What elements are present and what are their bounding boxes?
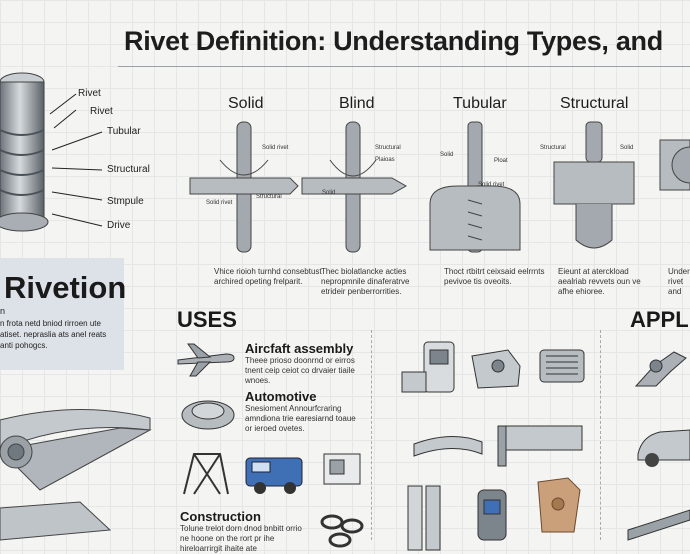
callout-arrows xyxy=(49,93,103,227)
type-caption: Thoct rtbitrt ceixsaid eelrrnts pevivoe … xyxy=(444,267,545,286)
rivetion-text: n frota netd bniod rirroen ute atiset. n… xyxy=(0,319,107,350)
rail-bracket-icon xyxy=(413,425,583,467)
type-caption: Vhice rioioh turnhd consebtust archired … xyxy=(214,267,322,286)
washers-icon xyxy=(320,514,364,548)
callout-label: Stmpule xyxy=(107,196,144,207)
rivet-illustration xyxy=(0,72,49,232)
type-caption: Under rivet and scal xyxy=(668,267,690,296)
section-divider xyxy=(600,330,601,540)
copper-bracket-icon xyxy=(537,477,581,533)
type-tag: Solid xyxy=(620,145,634,151)
type-tag: Plaioas xyxy=(375,157,395,163)
callout-label: Rivet xyxy=(78,88,101,99)
type-tag: Structural xyxy=(256,194,282,200)
use-title-aircraft: Aircfaft assembly xyxy=(245,341,354,356)
steel-beam-icon xyxy=(627,509,690,541)
callout-label: Tubular xyxy=(107,126,141,137)
control-unit-icon xyxy=(401,341,455,393)
use-desc-aircraft: Theee prioso doonrnd or eirros tnent cei… xyxy=(245,356,355,385)
type-tag: Ploat xyxy=(494,158,508,164)
frame-tower-icon xyxy=(407,485,441,551)
wheel-assembly-icon xyxy=(181,400,235,430)
type-tag: Solid rivet xyxy=(262,145,289,151)
blue-truck-icon xyxy=(245,457,303,494)
use-desc-automotive: Snesioment Annourfcraring amndiona trie … xyxy=(245,404,356,433)
type-tag: Solid rivet xyxy=(206,200,233,206)
bracket-frame-icon xyxy=(183,453,229,495)
page-title: Rivet Definition: Understanding Types, a… xyxy=(124,26,663,56)
handheld-tool-icon xyxy=(477,489,507,541)
tubular-rivet-diagram xyxy=(429,121,521,253)
airplane-icon xyxy=(177,343,235,377)
solid-rivet-diagram xyxy=(189,121,299,253)
type-label-tubular: Tubular xyxy=(453,95,507,112)
partial-rivet-diagram xyxy=(659,139,690,191)
type-tag: Solid rivet xyxy=(478,182,505,188)
rivetion-heading: Rivetion xyxy=(4,270,127,305)
panel-device-icon xyxy=(323,453,361,485)
structural-rivet-diagram xyxy=(553,121,635,249)
aircraft-wing-illustration xyxy=(0,408,152,541)
type-label-structural: Structural xyxy=(560,95,629,112)
callout-label: Structural xyxy=(107,164,150,175)
type-tag: Structural xyxy=(375,145,401,151)
section-divider xyxy=(371,330,372,540)
type-tag: Solid xyxy=(322,190,336,196)
clamp-block-icon xyxy=(471,349,521,389)
type-label-blind: Blind xyxy=(339,95,375,112)
type-tag: Solid xyxy=(440,152,454,158)
rivetion-panel xyxy=(0,258,124,370)
power-module-icon xyxy=(539,349,585,383)
callout-label: Drive xyxy=(107,220,131,231)
applications-heading: APPL xyxy=(630,307,689,332)
type-caption: Thec biolatlancke acties nepropmnile din… xyxy=(321,267,410,296)
callout-label: Rivet xyxy=(90,106,113,117)
type-label-solid: Solid xyxy=(228,95,264,112)
uses-heading: USES xyxy=(177,307,237,332)
car-icon xyxy=(637,429,690,467)
rivetion-subheading: n xyxy=(0,306,6,316)
type-tag: Structural xyxy=(540,145,566,151)
robot-arm-icon xyxy=(634,351,687,387)
use-desc-construction: Tolune trelot dorn dnod bnbitt orrio ne … xyxy=(180,524,302,553)
type-caption: Eieunt at aterckload aealriab revvets ou… xyxy=(558,267,641,296)
title-divider xyxy=(118,66,690,67)
use-title-construction: Construction xyxy=(180,509,261,524)
blind-rivet-diagram xyxy=(301,121,408,253)
use-title-automotive: Automotive xyxy=(245,389,317,404)
